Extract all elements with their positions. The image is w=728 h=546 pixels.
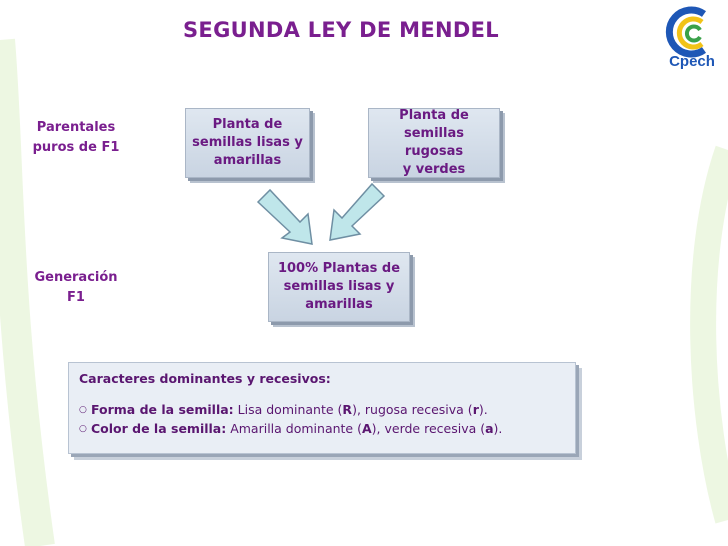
cpech-logo: Cpech xyxy=(660,4,724,74)
logo-text: Cpech xyxy=(669,53,715,70)
bullet-icon: ○ xyxy=(79,405,87,415)
page-title: SEGUNDA LEY DE MENDEL xyxy=(183,18,499,42)
box-parent-smooth-yellow: Planta de semillas lisas y amarillas xyxy=(185,108,310,178)
box-parent-wrinkled-green: Planta de semillas rugosas y verdes xyxy=(368,108,500,178)
label-generacion: Generación F1 xyxy=(34,270,118,305)
bullet-icon: ○ xyxy=(79,424,87,434)
dominance-info-box: Caracteres dominantes y recesivos: ○Form… xyxy=(68,362,576,454)
info-line-forma: ○Forma de la semilla: Lisa dominante (R)… xyxy=(79,402,488,417)
label-parentales: Parentales puros de F1 xyxy=(32,120,120,155)
info-header: Caracteres dominantes y recesivos: xyxy=(79,371,331,386)
info-line-color: ○Color de la semilla: Amarilla dominante… xyxy=(79,421,503,436)
box-offspring-f1: 100% Plantas de semillas lisas y amarill… xyxy=(268,252,410,322)
arrow-left-icon xyxy=(256,188,313,245)
arrow-right-icon xyxy=(329,182,386,241)
